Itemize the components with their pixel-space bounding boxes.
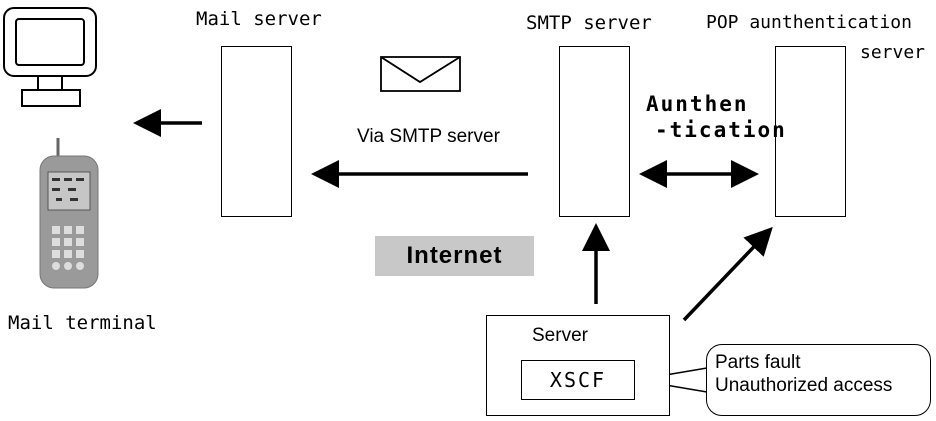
via-smtp-label: Via SMTP server xyxy=(357,126,500,147)
smtp-server-label: SMTP server xyxy=(526,12,652,34)
authentication-label: Aunthen xyxy=(646,92,749,116)
pop-server-label-line2: server xyxy=(860,42,926,63)
authentication-label-line2: -tication xyxy=(655,118,787,142)
envelope-icon xyxy=(380,56,461,92)
arrow-server-to-pop xyxy=(682,226,773,322)
mail-server-box xyxy=(221,46,292,217)
alert-callout: Parts fault Unauthorized access xyxy=(706,344,931,416)
pop-server-label: POP aunthentication xyxy=(706,12,912,33)
smtp-server-box xyxy=(559,46,630,217)
callout-line-unauthorized-access: Unauthorized access xyxy=(715,375,893,396)
monitor-icon xyxy=(3,7,97,107)
server-label: Server xyxy=(532,325,588,346)
internet-label: Internet xyxy=(375,236,534,276)
mobile-phone-icon xyxy=(39,138,99,289)
mail-terminal-label: Mail terminal xyxy=(8,312,157,334)
mail-server-label: Mail server xyxy=(196,8,322,30)
callout-line-parts-fault: Parts fault xyxy=(715,352,801,373)
pop-server-box xyxy=(775,46,846,217)
xscf-box: XSCF xyxy=(521,360,635,400)
